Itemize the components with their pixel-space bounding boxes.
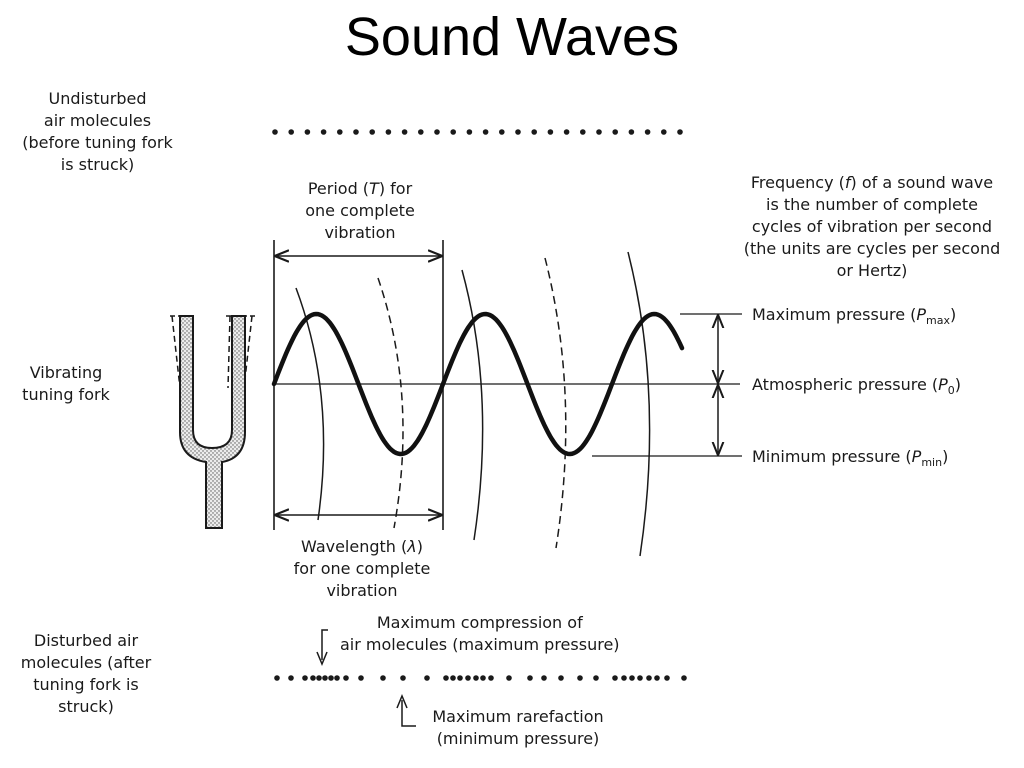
wavelength-label: Wavelength (λ) for one complete vibratio… <box>293 537 431 600</box>
air-molecule-dot <box>369 129 376 135</box>
air-molecule-dot <box>577 675 583 681</box>
vibrating-fork-label: Vibrating tuning fork <box>22 363 110 404</box>
air-molecule-dot <box>400 675 406 681</box>
air-molecule-dot <box>563 129 570 135</box>
tuning-fork-icon <box>170 315 256 529</box>
air-molecule-dot <box>580 129 586 135</box>
air-molecule-dot <box>654 675 660 681</box>
max-rarefaction-label: Maximum rarefaction (minimum pressure) <box>432 707 604 748</box>
air-molecule-dot <box>558 675 564 681</box>
max-compression-label: Maximum compression of air molecules (ma… <box>340 613 620 654</box>
air-molecule-dot <box>457 675 463 681</box>
air-molecule-dot <box>664 675 670 681</box>
atmospheric-pressure-label: Atmospheric pressure (P0) <box>752 375 962 398</box>
air-molecule-dot <box>499 129 505 135</box>
air-molecule-dot <box>480 675 486 681</box>
rarefaction-pointer <box>401 700 416 727</box>
air-molecule-dot <box>288 129 295 135</box>
air-molecule-dot <box>531 129 537 135</box>
air-molecule-dot <box>466 129 473 135</box>
air-molecule-dot <box>629 675 635 681</box>
disturbed-molecules-row <box>274 675 687 681</box>
air-molecule-dot <box>322 675 328 681</box>
air-molecule-dot <box>681 675 687 681</box>
air-molecule-dot <box>450 129 457 135</box>
min-pressure-label: Minimum pressure (Pmin) <box>752 447 949 470</box>
air-molecule-dot <box>612 675 618 681</box>
air-molecule-dot <box>288 675 294 681</box>
air-molecule-dot <box>328 675 334 681</box>
air-molecule-dot <box>596 129 602 135</box>
rarefaction-pointer-head <box>396 694 408 709</box>
page-title: Sound Waves <box>344 7 680 67</box>
wavefront-arcs <box>295 251 651 557</box>
air-molecule-dot <box>434 129 440 135</box>
air-molecule-dot <box>482 129 489 135</box>
air-molecule-dot <box>401 129 408 135</box>
disturbed-label: Disturbed air molecules (after tuning fo… <box>20 631 152 716</box>
air-molecule-dot <box>310 675 316 681</box>
air-molecule-dot <box>343 675 349 681</box>
air-molecule-dot <box>380 675 386 681</box>
air-molecule-dot <box>424 675 430 681</box>
air-molecule-dot <box>272 129 278 135</box>
max-pressure-label: Maximum pressure (Pmax) <box>752 305 957 328</box>
air-molecule-dot <box>320 129 327 135</box>
air-molecule-dot <box>612 129 618 135</box>
air-molecule-dot <box>418 129 424 135</box>
air-molecule-dot <box>527 675 533 681</box>
frequency-label: Frequency (f) of a sound wave is the num… <box>743 173 1001 280</box>
air-molecule-dot <box>450 675 456 681</box>
air-molecule-dot <box>353 129 359 135</box>
pressure-wave-curve <box>271 311 685 457</box>
period-label: Period (T) for one complete vibration <box>305 179 415 242</box>
air-molecule-dot <box>334 675 340 681</box>
compression-pointer-head <box>316 651 328 666</box>
compression-pointer <box>321 629 328 660</box>
air-molecule-dot <box>385 129 392 135</box>
air-molecule-dot <box>316 675 322 681</box>
air-molecule-dot <box>465 675 471 681</box>
air-molecule-dot <box>473 675 479 681</box>
air-molecule-dot <box>621 675 627 681</box>
air-molecule-dot <box>547 129 554 135</box>
air-molecule-dot <box>274 675 280 681</box>
undisturbed-label: Undisturbed air molecules (before tuning… <box>22 89 173 174</box>
air-molecule-dot <box>304 129 311 135</box>
air-molecule-dot <box>661 129 667 135</box>
air-molecule-dot <box>644 129 651 135</box>
air-molecule-dot <box>488 675 494 681</box>
air-molecule-dot <box>358 675 364 681</box>
air-molecule-dot <box>515 129 521 135</box>
air-molecule-dot <box>593 675 599 681</box>
air-molecule-dot <box>337 129 343 135</box>
undisturbed-molecules-row <box>272 129 683 135</box>
air-molecule-dot <box>646 675 652 681</box>
air-molecule-dot <box>677 129 683 135</box>
air-molecule-dot <box>506 675 512 681</box>
air-molecule-dot <box>541 675 547 681</box>
air-molecule-dot <box>443 675 449 681</box>
air-molecule-dot <box>637 675 643 681</box>
air-molecule-dot <box>302 675 308 681</box>
air-molecule-dot <box>628 129 635 135</box>
